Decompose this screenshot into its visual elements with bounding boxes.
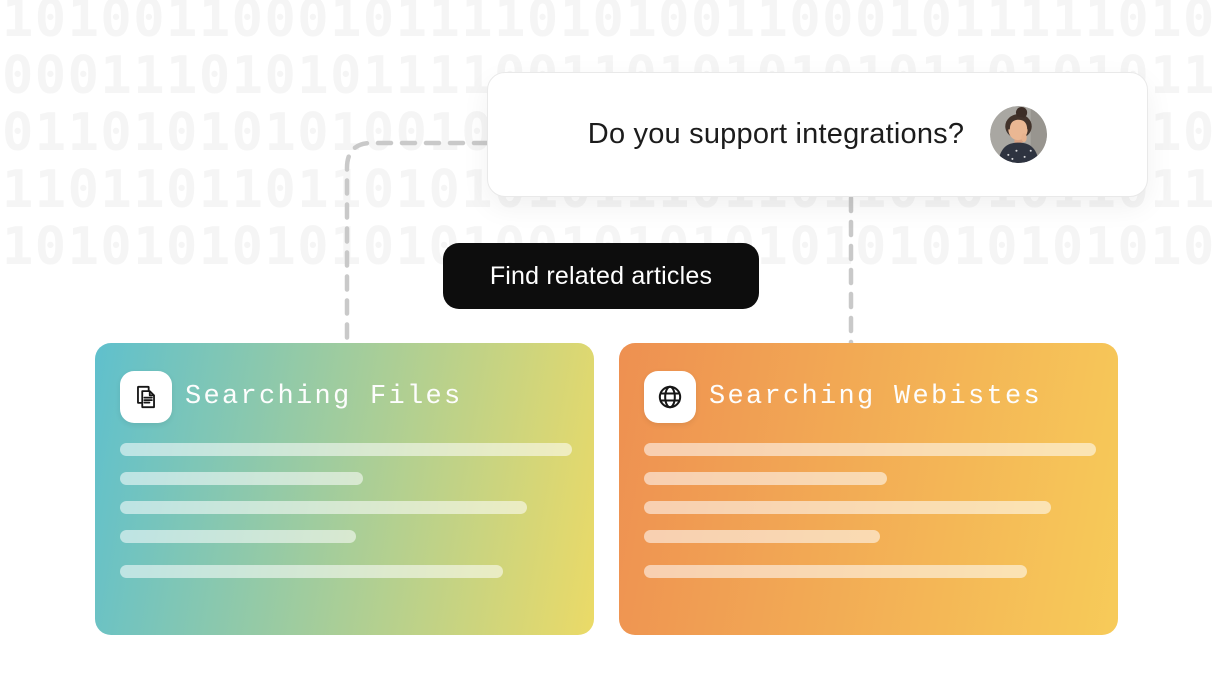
skeleton-line bbox=[120, 472, 363, 485]
searching-websites-card: Searching Webistes bbox=[619, 343, 1118, 635]
document-icon bbox=[137, 385, 155, 409]
skeleton-line bbox=[644, 472, 887, 485]
skeleton-line bbox=[644, 501, 1051, 514]
searching-files-title: Searching Files bbox=[185, 382, 463, 412]
chat-message-bubble: Do you support integrations? bbox=[487, 72, 1148, 197]
globe-icon-tile bbox=[644, 371, 696, 423]
avatar-illustration bbox=[990, 106, 1048, 163]
skeleton-lines bbox=[644, 443, 1118, 578]
find-related-articles-label: Find related articles bbox=[489, 261, 713, 290]
user-avatar bbox=[990, 106, 1048, 163]
document-icon-tile bbox=[120, 371, 172, 423]
skeleton-line bbox=[644, 565, 1027, 578]
skeleton-line bbox=[644, 530, 880, 543]
find-related-articles-button[interactable]: Find related articles bbox=[443, 243, 759, 309]
skeleton-line bbox=[120, 501, 527, 514]
globe-icon bbox=[658, 385, 682, 409]
skeleton-lines bbox=[120, 443, 594, 578]
binary-row: 1010011000101111010100110001011111010100… bbox=[2, 0, 1216, 48]
searching-files-header: Searching Files bbox=[120, 371, 594, 423]
skeleton-line bbox=[120, 443, 572, 456]
skeleton-line bbox=[120, 565, 503, 578]
searching-files-card: Searching Files bbox=[95, 343, 594, 635]
skeleton-line bbox=[644, 443, 1096, 456]
searching-websites-title: Searching Webistes bbox=[709, 382, 1043, 412]
chat-message-text: Do you support integrations? bbox=[587, 118, 965, 150]
searching-websites-header: Searching Webistes bbox=[644, 371, 1118, 423]
skeleton-line bbox=[120, 530, 356, 543]
